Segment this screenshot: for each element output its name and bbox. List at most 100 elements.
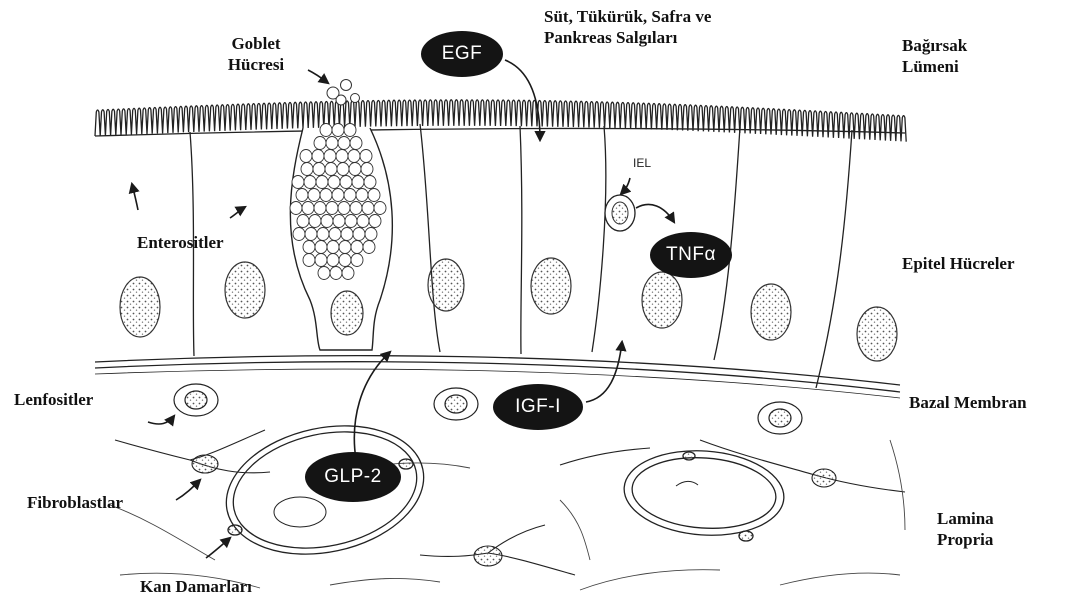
- mucin-granule: [314, 202, 326, 215]
- egf-pill: EGF: [421, 31, 503, 77]
- mucin-granule: [332, 189, 344, 202]
- lamina-label-line1: Lamina: [937, 508, 994, 529]
- secretions-label: Süt, Tükürük, Safra ve Pankreas Salgılar…: [544, 6, 711, 48]
- mucin-granule: [317, 228, 329, 241]
- mucin-granule: [296, 189, 308, 202]
- mucin-granule: [342, 267, 354, 280]
- mucin-granule: [337, 163, 349, 176]
- mucin-granule: [304, 176, 316, 189]
- nucleus: [857, 307, 897, 361]
- mucin-granule: [300, 150, 312, 163]
- mucin-granule: [305, 228, 317, 241]
- arrow-iel-label: [621, 178, 630, 194]
- mucin-granule: [345, 215, 357, 228]
- arrow-enterocyte-left: [132, 184, 138, 210]
- goblet-label-line2: Hücresi: [221, 54, 291, 75]
- basal-membrane: [95, 356, 900, 398]
- iel-cell: [605, 195, 635, 231]
- mucin-granule: [368, 189, 380, 202]
- arrow-enterocyte-right: [230, 207, 245, 218]
- fibroblast: [420, 525, 575, 575]
- mucin-granule: [351, 254, 363, 267]
- mucin-granule: [314, 137, 326, 150]
- secretions-label-line1: Süt, Tükürük, Safra ve: [544, 6, 711, 27]
- tnf-alpha-pill: TNFα: [650, 232, 732, 278]
- fibroblast: [560, 448, 650, 465]
- cell-border: [420, 124, 440, 352]
- mucin-granule: [313, 163, 325, 176]
- mucin-granule: [339, 254, 351, 267]
- mucin-granule: [301, 163, 313, 176]
- mucin-granule: [320, 189, 332, 202]
- mucin-granule: [352, 176, 364, 189]
- mucin-granule: [308, 189, 320, 202]
- nucleus: [331, 291, 363, 335]
- lumen-label-line1: Bağırsak: [902, 35, 967, 56]
- nucleus: [751, 284, 791, 340]
- mucin-granule: [351, 241, 363, 254]
- mucin-granule: [369, 215, 381, 228]
- mucin-granule: [321, 215, 333, 228]
- goblet-label-line1: Goblet: [221, 33, 291, 54]
- lumen-label-line2: Lümeni: [902, 56, 967, 77]
- mucin-granule: [360, 150, 372, 163]
- mucin-granule: [327, 241, 339, 254]
- mucin-granule: [325, 163, 337, 176]
- mucin-granule: [303, 241, 315, 254]
- lymphocyte: [758, 402, 802, 434]
- lymphocyte: [434, 388, 478, 420]
- mucin-granule: [333, 215, 345, 228]
- enterocytes-label: Enterositler: [137, 232, 224, 253]
- mucin-granule: [349, 163, 361, 176]
- goblet-cell-label: Goblet Hücresi: [221, 33, 291, 75]
- nucleus: [531, 258, 571, 314]
- mucin-granule: [327, 254, 339, 267]
- lamina-label-line2: Propria: [937, 529, 994, 550]
- arrow-goblet-label: [308, 70, 328, 83]
- arrow-fibroblast: [176, 480, 200, 500]
- mucin-granule: [312, 150, 324, 163]
- mucin-granule: [361, 163, 373, 176]
- mucin-granule: [350, 137, 362, 150]
- nucleus: [642, 272, 682, 328]
- nucleus: [428, 259, 464, 311]
- mucin-granule: [363, 241, 375, 254]
- mucin-granule: [344, 189, 356, 202]
- mucin-granule: [344, 124, 356, 137]
- mucin-granule: [326, 202, 338, 215]
- arrow-iel-to-tnf: [636, 204, 674, 222]
- mucin-granule: [341, 228, 353, 241]
- mucin-granule: [356, 189, 368, 202]
- fibroblast: [700, 440, 905, 492]
- lymphocyte: [174, 384, 218, 416]
- fibroblasts-label: Fibroblastlar: [27, 492, 123, 513]
- blood-vessels-label: Kan Damarları: [140, 576, 252, 597]
- mucin-granule: [330, 267, 342, 280]
- secretions-label-line2: Pankreas Salgıları: [544, 27, 711, 48]
- epithelial-cells-label: Epitel Hücreler: [902, 253, 1015, 274]
- mucin-granule: [309, 215, 321, 228]
- mucin-granule: [292, 176, 304, 189]
- mucin-granule: [365, 228, 377, 241]
- mucin-granule: [353, 228, 365, 241]
- arrow-lymphocyte: [148, 416, 174, 424]
- mucin-granule: [297, 215, 309, 228]
- arrow-igf-to-epithelium: [586, 342, 622, 402]
- cell-border: [592, 126, 606, 352]
- cell-border: [520, 126, 522, 354]
- mucin-granule: [290, 202, 302, 215]
- cell-borders: [190, 124, 852, 388]
- epithelial-nuclei: [120, 258, 897, 361]
- mucin-granule: [340, 176, 352, 189]
- mucin-granule: [350, 202, 362, 215]
- mucin-granule: [364, 176, 376, 189]
- mucin-granule: [318, 267, 330, 280]
- mucin-granule: [357, 215, 369, 228]
- mucin-granule: [320, 124, 332, 137]
- mucin-granule: [315, 241, 327, 254]
- mucin-granule: [316, 176, 328, 189]
- mucin-granule: [348, 150, 360, 163]
- mucin-granule: [326, 137, 338, 150]
- cell-border: [816, 130, 852, 388]
